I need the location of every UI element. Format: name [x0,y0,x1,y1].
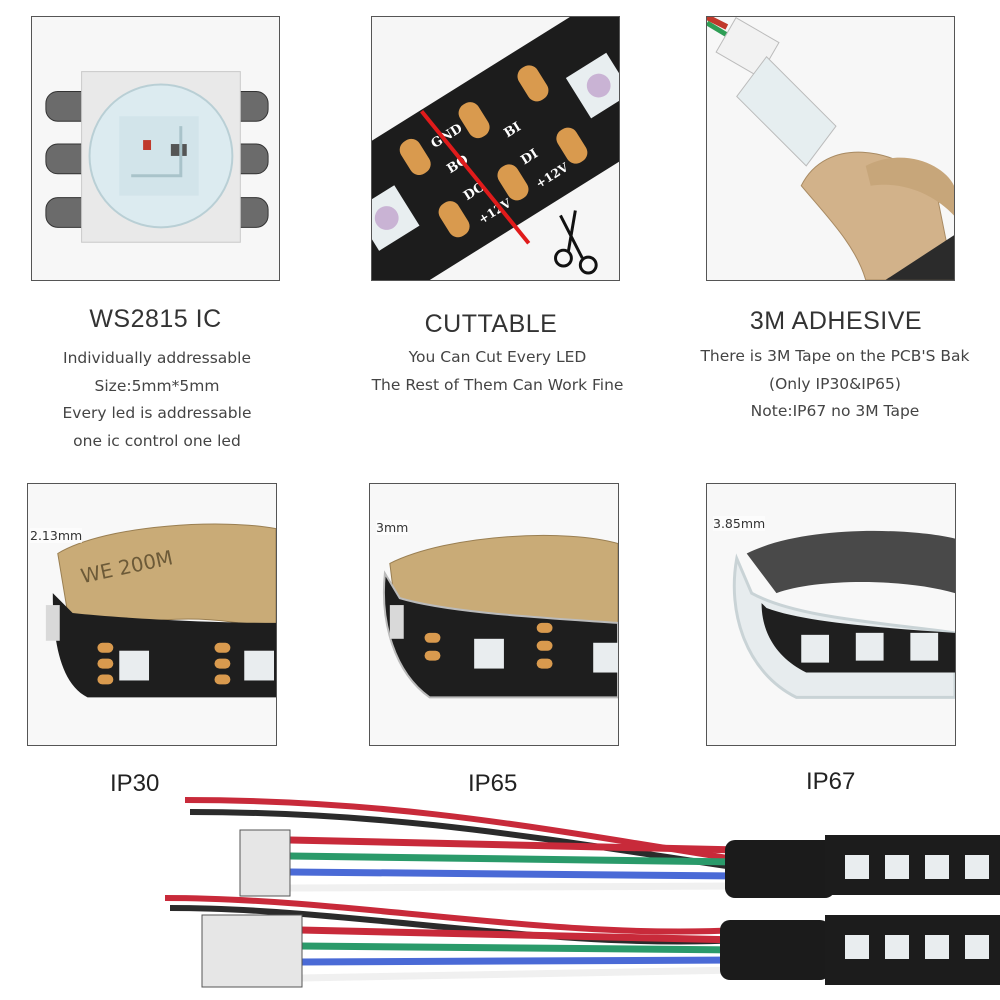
feature-line: (Only IP30&IP65) [769,374,901,393]
ip65-strip-illustration [383,534,618,699]
ip67-strip-image: 3.85mm [706,483,956,746]
ip67-thickness: 3.85mm [713,516,766,531]
feature-desc-cuttable: You Can Cut Every LED The Rest of Them C… [355,344,640,399]
cuttable-image: GND BO DO +12V BI DI +12V [371,16,620,281]
connector-4pin-top [239,829,291,897]
feature-line: Every led is addressable [62,404,252,422]
adhesive-tape-illustration [707,17,954,280]
feature-line: The Rest of Them Can Work Fine [371,375,624,394]
feature-line: one ic control one led [73,431,241,450]
ip30-thickness: 2.13mm [30,528,83,543]
ip65-thickness: 3mm [376,520,409,535]
adhesive-image [706,16,955,281]
led-strip-cut-illustration: GND BO DO +12V BI DI +12V [372,17,619,280]
feature-line: Note:IP67 no 3M Tape [750,402,920,420]
feature-desc-ws2815: Individually addressable Size:5mm*5mm Ev… [20,345,294,455]
feature-line: Size:5mm*5mm [94,376,220,395]
feature-line: There is 3M Tape on the PCB'S Bak [700,347,970,365]
ip65-label: IP65 [468,770,518,797]
ip67-label: IP67 [806,768,856,795]
connector-cables-image [164,797,1000,988]
scissors-icon [554,210,598,275]
led-chip-illustration [45,71,269,243]
ip30-strip-illustration: WE 200M [45,523,276,698]
connector-4pin-bottom [201,914,303,988]
ip67-strip-illustration [732,530,955,699]
ip30-label: IP30 [110,770,160,797]
feature-desc-adhesive: There is 3M Tape on the PCB'S Bak (Only … [690,343,980,426]
feature-title-adhesive: 3M ADHESIVE [749,307,923,335]
ip65-strip-image: 3mm [369,483,619,746]
feature-title-cuttable: CUTTABLE [424,310,558,338]
ws2815-ic-image [31,16,280,281]
feature-line: Individually addressable [63,349,251,367]
feature-title-ws2815: WS2815 IC [89,305,222,333]
cut-line [420,110,531,245]
ip30-strip-image: WE 200M 2.13mm [27,483,277,746]
feature-line: You Can Cut Every LED [408,348,587,366]
